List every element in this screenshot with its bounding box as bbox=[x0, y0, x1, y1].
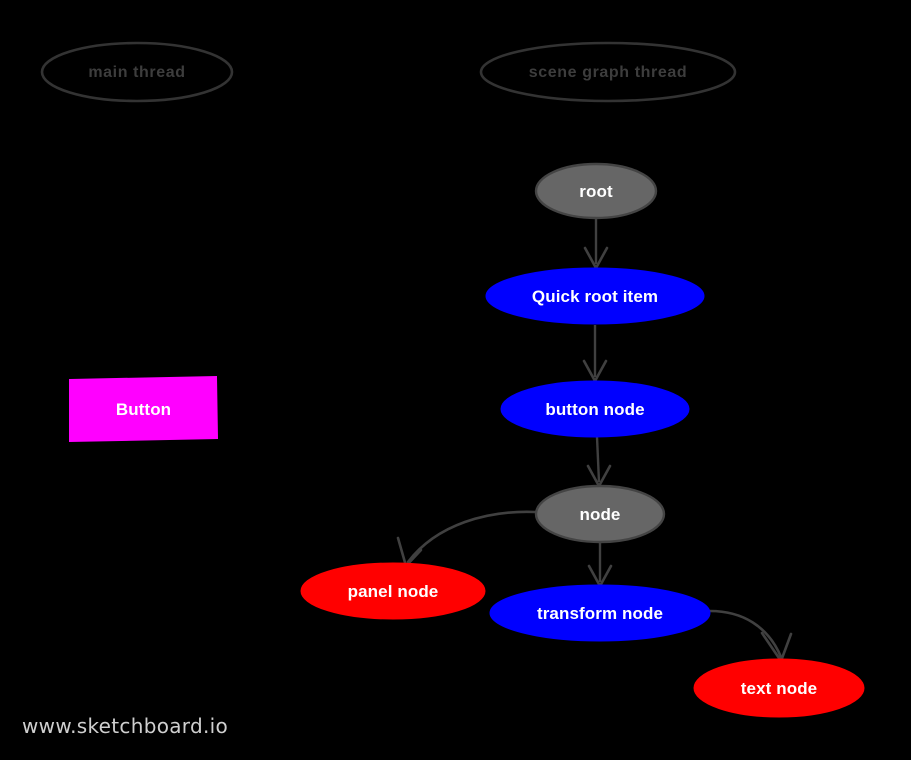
node-node[interactable] bbox=[536, 486, 664, 542]
node-text-node[interactable] bbox=[694, 659, 864, 717]
edge-quick-root-item-to-button-node[interactable] bbox=[582, 325, 608, 383]
edge-node-to-transform-node[interactable] bbox=[587, 542, 613, 588]
edge-node-to-panel-node[interactable] bbox=[396, 510, 538, 568]
edge-button-node-to-node[interactable] bbox=[586, 436, 612, 488]
node-panel-node[interactable] bbox=[301, 563, 485, 619]
node-button-node[interactable] bbox=[501, 381, 689, 437]
node-button[interactable] bbox=[69, 377, 218, 442]
sketchboard-watermark: www.sketchboard.io bbox=[22, 714, 229, 738]
swimlane-scene-graph-thread-ellipse[interactable] bbox=[479, 41, 737, 103]
edge-transform-node-to-text-node[interactable] bbox=[708, 609, 793, 663]
edge-root-to-quick-root-item[interactable] bbox=[583, 219, 609, 270]
node-transform-node[interactable] bbox=[490, 585, 710, 641]
node-quick-root-item[interactable] bbox=[486, 268, 704, 324]
swimlane-scene-graph-thread-label: scene graph thread bbox=[528, 63, 688, 81]
node-root[interactable] bbox=[536, 164, 656, 218]
swimlane-main-thread-ellipse[interactable] bbox=[40, 41, 234, 103]
swimlane-main-thread-label: main thread bbox=[88, 63, 186, 81]
